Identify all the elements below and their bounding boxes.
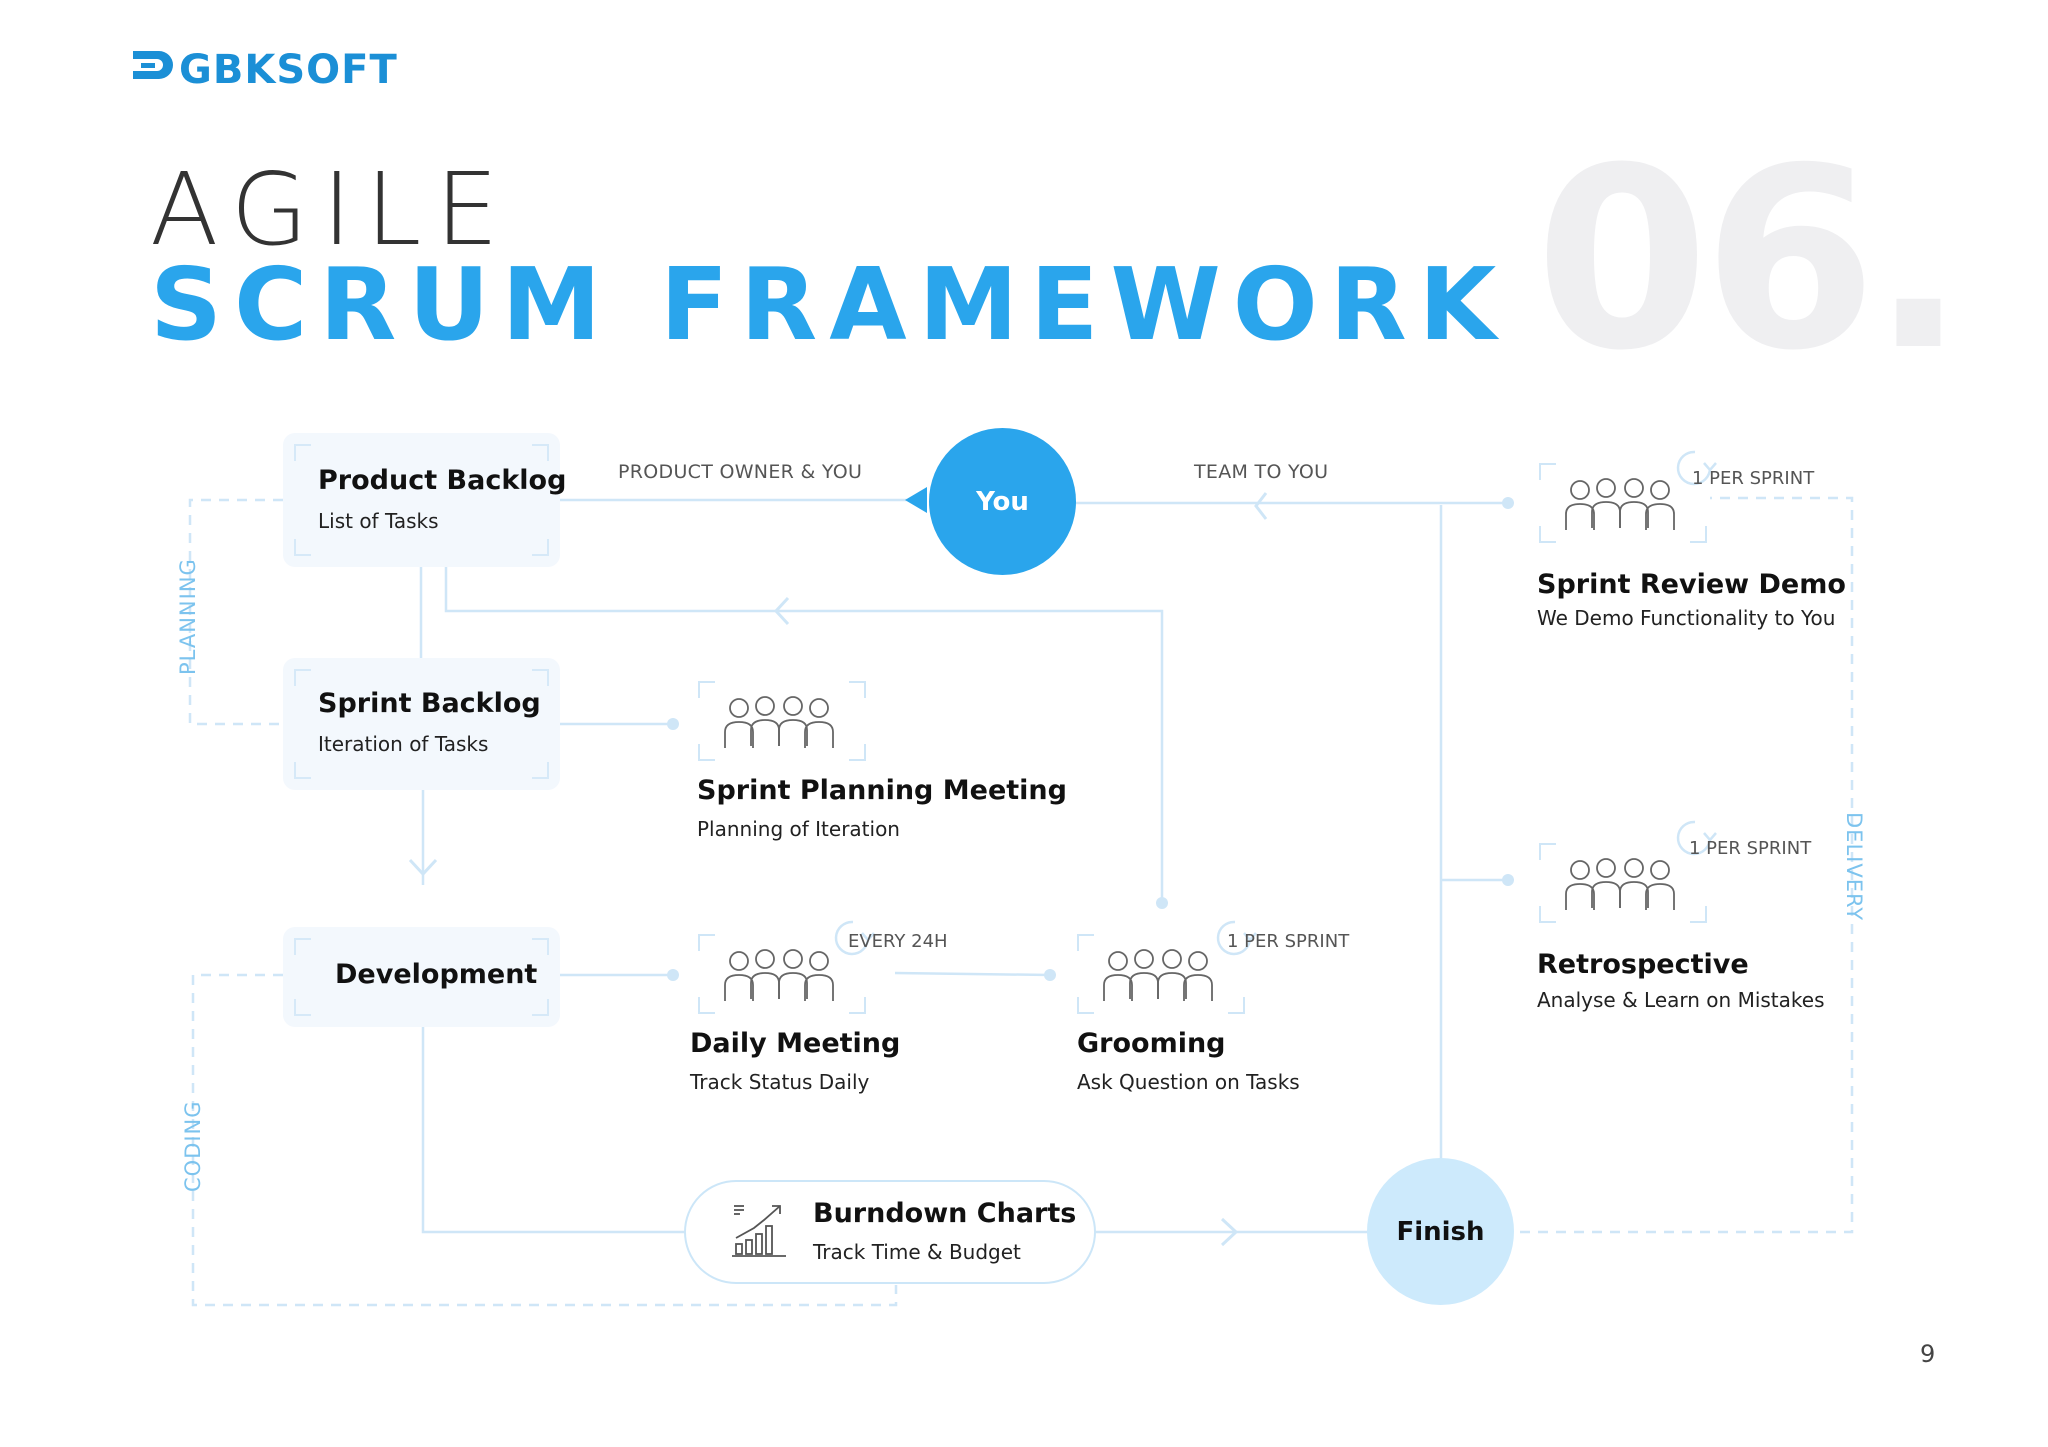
retrospective-title: Retrospective [1537, 949, 1749, 980]
chart-icon [732, 1205, 786, 1257]
phase-label-delivery: DELIVERY [1842, 812, 1866, 922]
connector-label-team-to-you: TEAM TO YOU [1194, 461, 1329, 483]
retrospective-icon-frame [1538, 842, 1708, 924]
section-number: 06. [1535, 114, 1966, 405]
corner-brackets [294, 669, 549, 779]
corner-brackets [294, 444, 549, 556]
cycle-icon [834, 920, 875, 956]
phase-label-planning: PLANNING [176, 558, 200, 675]
retrospective-subtitle: Analyse & Learn on Mistakes [1537, 988, 1825, 1012]
grooming-subtitle: Ask Question on Tasks [1077, 1070, 1300, 1094]
team-icon [1077, 934, 1245, 1014]
brand-name: GBKSOFT [179, 47, 398, 93]
sprint-planning-icon-frame [697, 680, 867, 762]
daily-meeting-icon-frame [697, 933, 867, 1015]
product-backlog-title: Product Backlog [318, 465, 567, 496]
connector-grooming-backlog [444, 567, 1164, 903]
product-backlog-subtitle: List of Tasks [318, 509, 439, 533]
title-line-1: AGILE [150, 151, 513, 268]
connector-label-product-owner: PRODUCT OWNER & YOU [618, 461, 863, 483]
cycle-icon [1216, 920, 1257, 956]
daily-meeting-subtitle: Track Status Daily [690, 1070, 870, 1094]
chevron-right-icon [1220, 1217, 1239, 1247]
you-bubble [905, 487, 927, 513]
development-title: Development [335, 959, 538, 990]
chevron-down-icon [408, 858, 438, 877]
sprint-backlog-card: Sprint Backlog Iteration of Tasks [283, 658, 560, 790]
planning-bracket [188, 498, 283, 726]
team-icon [698, 681, 866, 761]
connector-dev-burndown [421, 1027, 686, 1234]
daily-meeting-frequency: EVERY 24H [848, 931, 948, 952]
phase-label-coding: CODING [181, 1100, 205, 1192]
cycle-icon [1676, 450, 1717, 486]
finish-circle: Finish [1367, 1158, 1514, 1305]
grooming-title: Grooming [1077, 1028, 1226, 1059]
chevron-left-icon [1254, 492, 1268, 520]
sprint-review-frequency: 1 PER SPRINT [1692, 468, 1815, 489]
sprint-planning-title: Sprint Planning Meeting [697, 775, 1067, 806]
chevron-left-icon [773, 596, 790, 626]
retrospective-frequency: 1 PER SPRINT [1689, 838, 1812, 859]
sprint-backlog-subtitle: Iteration of Tasks [318, 732, 489, 756]
sprint-review-icon-frame [1538, 462, 1708, 544]
sprint-review-title: Sprint Review Demo [1537, 569, 1846, 600]
burndown-subtitle: Track Time & Budget [813, 1240, 1021, 1264]
grooming-frequency: 1 PER SPRINT [1227, 931, 1350, 952]
you-circle: You [929, 428, 1076, 575]
connector-daily-grooming [894, 971, 1051, 977]
development-card: Development [283, 927, 560, 1027]
daily-meeting-title: Daily Meeting [690, 1028, 901, 1059]
brand-logo: GBKSOFT [127, 45, 437, 95]
team-icon [698, 934, 866, 1014]
sprint-planning-subtitle: Planning of Iteration [697, 817, 900, 841]
page-number: 9 [1920, 1340, 1936, 1368]
grooming-icon-frame [1076, 933, 1246, 1015]
burndown-title: Burndown Charts [813, 1198, 1077, 1229]
sprint-review-subtitle: We Demo Functionality to You [1537, 606, 1836, 630]
title-line-2: SCRUM FRAMEWORK [150, 246, 1509, 363]
team-icon [1539, 843, 1707, 923]
sprint-backlog-title: Sprint Backlog [318, 688, 541, 719]
team-icon [1539, 463, 1707, 543]
brand-logo-icon [133, 51, 173, 79]
coding-bracket [191, 973, 898, 1307]
delivery-bracket [1520, 496, 1854, 1234]
cycle-icon [1676, 820, 1717, 856]
corner-brackets [294, 938, 549, 1016]
burndown-pill: Burndown Charts Track Time & Budget [684, 1180, 1096, 1284]
product-backlog-card: Product Backlog List of Tasks [283, 433, 566, 567]
